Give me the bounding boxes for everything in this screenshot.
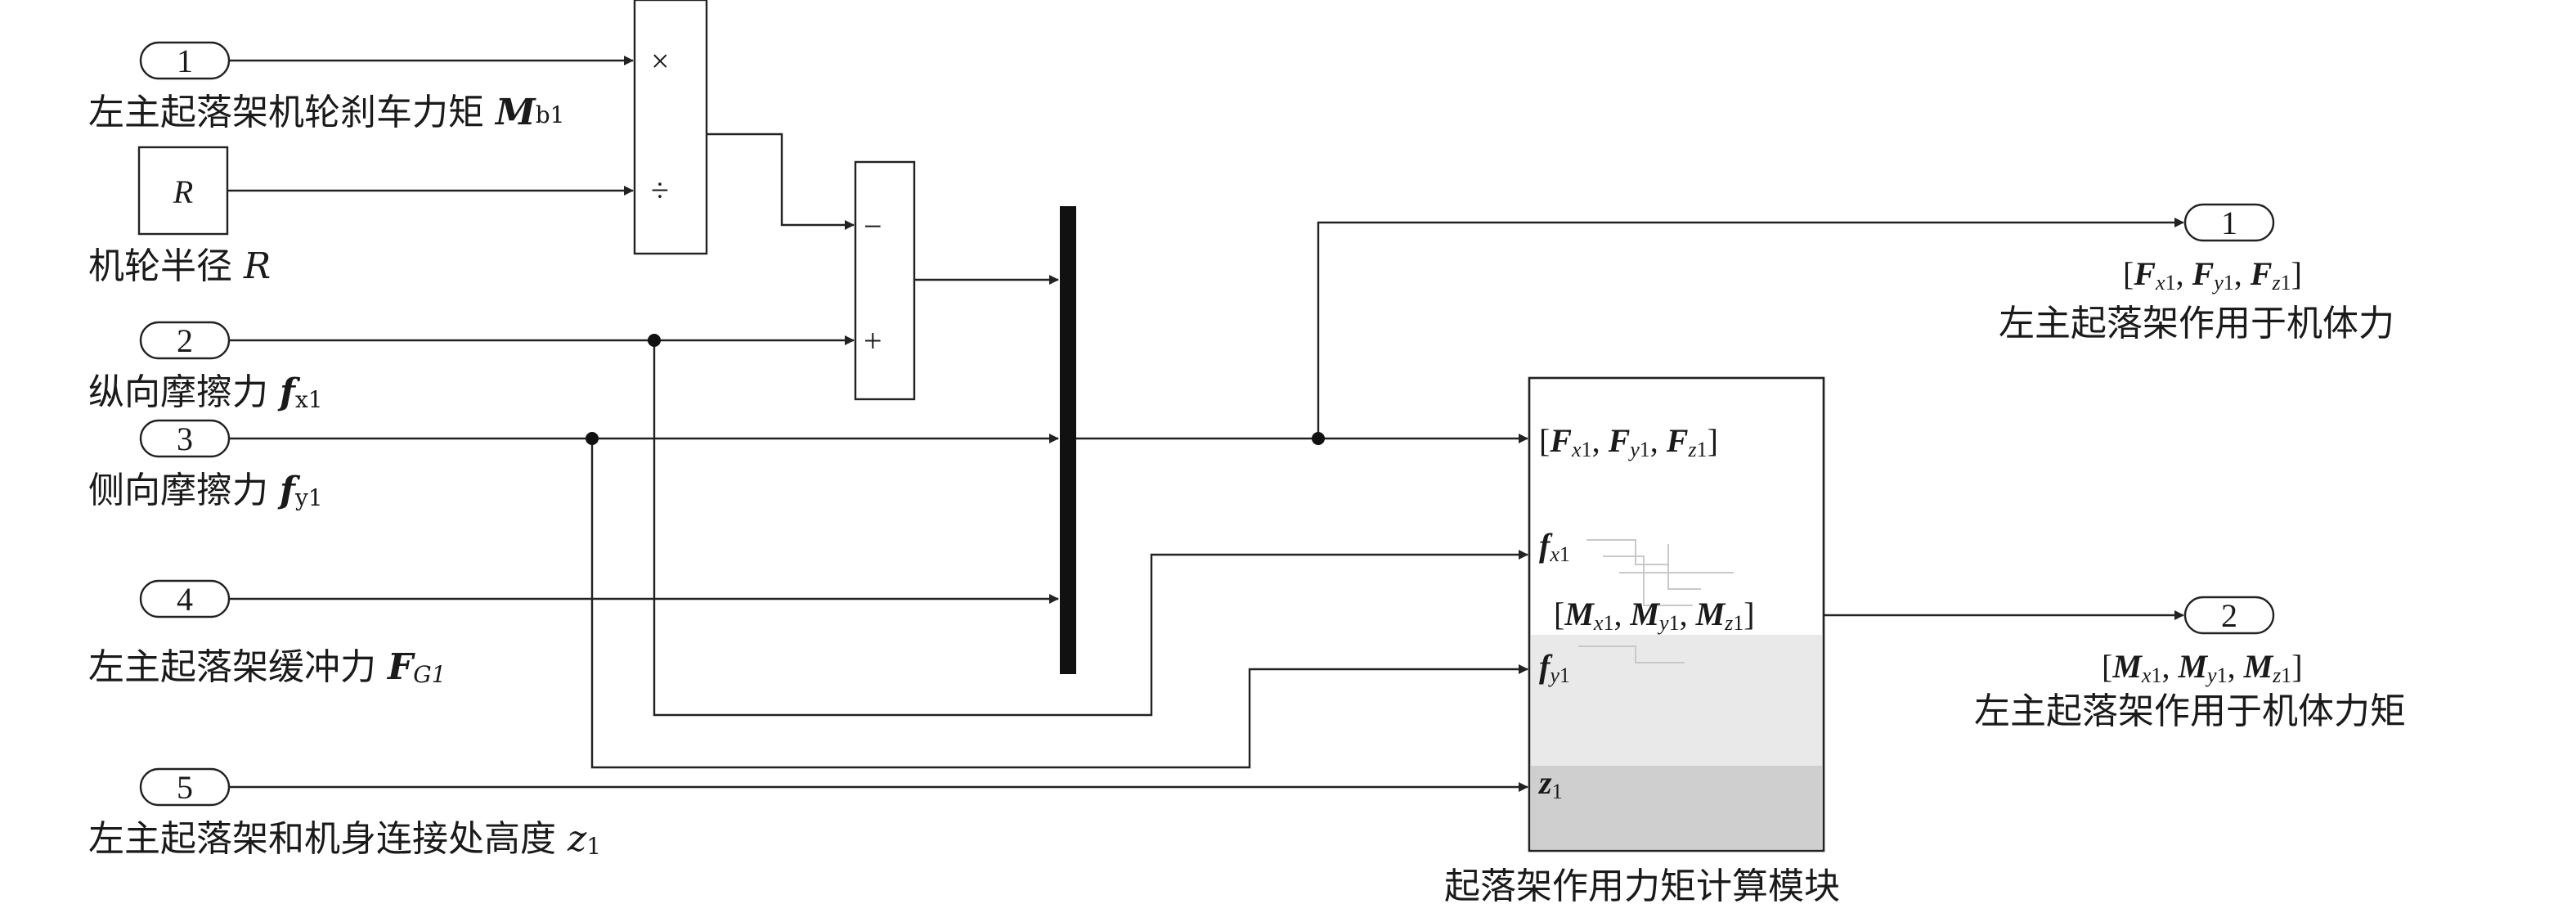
subsystem-port-moment: [Mx1, My1, Mz1] — [1554, 596, 1755, 635]
outport-2-label: 左主起落架作用于机体力矩 — [1974, 690, 2406, 732]
outport-1[interactable]: 1 — [2183, 203, 2275, 242]
inport-4-label: 左主起落架缓冲力 FG1 — [88, 646, 446, 688]
subsystem-block[interactable]: [Fx1, Fy1, Fz1] fx1 [Mx1, My1, Mz1] fy1 … — [1528, 376, 1825, 852]
inport-2-label: 纵向摩擦力 fx1 — [88, 371, 323, 413]
minus-sign: − — [864, 208, 882, 245]
inport-5[interactable]: 5 — [139, 767, 231, 807]
subsystem-title: 起落架作用力矩计算模块 — [1444, 866, 1840, 907]
divide-sign: ÷ — [651, 172, 669, 209]
outport-2[interactable]: 2 — [2183, 596, 2275, 635]
outport-2-vector: [Mx1, My1, Mz1] — [2102, 648, 2303, 687]
svg-text:R: R — [173, 173, 193, 210]
svg-text:1: 1 — [177, 43, 193, 79]
subsystem-thumbnail — [1578, 539, 1734, 663]
multiply-sign: × — [651, 43, 670, 79]
inport-4[interactable]: 4 — [139, 579, 231, 618]
sum-block[interactable]: − + — [854, 160, 916, 401]
product-block[interactable]: × ÷ — [633, 0, 708, 255]
svg-text:2: 2 — [2221, 597, 2237, 634]
svg-text:4: 4 — [177, 581, 193, 618]
subsystem-port-fx: fx1 — [1539, 527, 1570, 566]
constant-block[interactable]: R — [137, 146, 229, 236]
constant-label: 机轮半径 R — [88, 245, 271, 287]
svg-text:3: 3 — [177, 421, 193, 457]
inport-1-label: 左主起落架机轮刹车力矩 Mb1 — [88, 92, 564, 133]
inport-5-label: 左主起落架和机身连接处高度 z1 — [88, 818, 601, 860]
inport-3-label: 侧向摩擦力 fy1 — [88, 470, 323, 511]
subsystem-port-force: [Fx1, Fy1, Fz1] — [1539, 422, 1718, 461]
svg-text:2: 2 — [177, 322, 193, 359]
mux-block[interactable] — [1060, 206, 1076, 674]
inport-2[interactable]: 2 — [139, 321, 231, 360]
subsystem-port-fy: fy1 — [1539, 648, 1570, 687]
svg-text:1: 1 — [2221, 205, 2237, 241]
outport-1-label: 左主起落架作用于机体力 — [1999, 303, 2394, 344]
plus-sign: + — [864, 322, 882, 359]
inport-3[interactable]: 3 — [139, 419, 231, 458]
signal-lines — [227, 56, 2184, 792]
inport-1[interactable]: 1 — [139, 41, 231, 80]
outport-1-vector: [Fx1, Fy1, Fz1] — [2123, 255, 2302, 295]
svg-text:5: 5 — [177, 769, 193, 806]
subsystem-port-z: z1 — [1537, 764, 1563, 803]
